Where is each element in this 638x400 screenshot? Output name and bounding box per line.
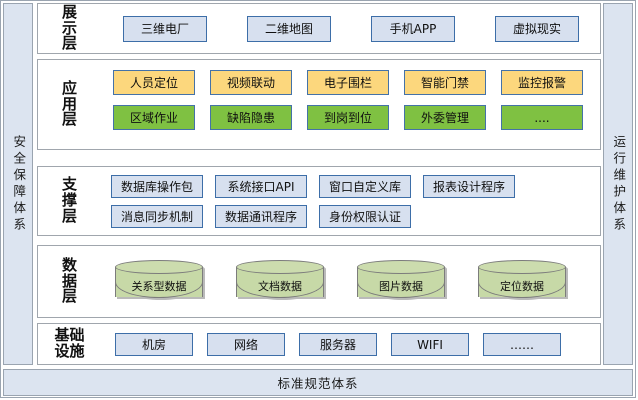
- node-application[interactable]: 到岗到位: [307, 105, 389, 130]
- node-support[interactable]: 系统接口API: [215, 175, 307, 198]
- database-cylinder-label: 定位数据: [500, 280, 544, 293]
- layer-row-application-1: 人员定位视频联动电子围栏智能门禁监控报警: [113, 70, 598, 95]
- node-application[interactable]: 智能门禁: [404, 70, 486, 95]
- layer-label-line: 层: [61, 287, 77, 306]
- layer-row-application-2: 区域作业缺陷隐患到岗到位外委管理....: [113, 105, 598, 130]
- layer-label-line: 示: [61, 18, 77, 37]
- node-support[interactable]: 窗口自定义库: [319, 175, 411, 198]
- bottom-bar-standards-system: 标准规范体系: [3, 369, 633, 396]
- node-support[interactable]: 数据通讯程序: [215, 205, 307, 228]
- left-band-label: 安全保障体系: [11, 134, 27, 234]
- cylinder-top-icon: [115, 260, 203, 274]
- layer-label-line: 层: [61, 110, 77, 129]
- layer-body-data: 关系型数据 文档数据 图片数据 定位数据: [101, 246, 600, 317]
- layer-panel-data: 数据层 关系型数据 文档数据 图片数据 定位数据: [37, 245, 601, 318]
- node-application[interactable]: 外委管理: [404, 105, 486, 130]
- node-infrastructure[interactable]: ……: [483, 333, 561, 356]
- cylinder-top-icon: [478, 260, 566, 274]
- node-infrastructure[interactable]: 机房: [115, 333, 193, 356]
- node-application[interactable]: 缺陷隐患: [210, 105, 292, 130]
- database-cylinder-label: 关系型数据: [131, 280, 187, 293]
- layer-label-data: 数据层: [38, 246, 101, 317]
- layer-body-application: 人员定位视频联动电子围栏智能门禁监控报警区域作业缺陷隐患到岗到位外委管理....: [101, 60, 600, 149]
- layer-label-line: 撑: [61, 191, 77, 210]
- node-infrastructure[interactable]: 网络: [207, 333, 285, 356]
- database-cylinder[interactable]: 关系型数据: [115, 260, 203, 304]
- node-presentation[interactable]: 虚拟现实: [495, 16, 579, 42]
- layer-label-line: 基础: [54, 326, 85, 345]
- database-cylinder[interactable]: 定位数据: [478, 260, 566, 304]
- layer-label-application: 应用层: [38, 60, 101, 149]
- layer-panel-application: 应用层人员定位视频联动电子围栏智能门禁监控报警区域作业缺陷隐患到岗到位外委管理.…: [37, 59, 601, 150]
- database-cylinder[interactable]: 文档数据: [236, 260, 324, 304]
- cylinder-top-icon: [357, 260, 445, 274]
- layer-label-line: 据: [61, 271, 77, 290]
- node-infrastructure[interactable]: 服务器: [299, 333, 377, 356]
- node-application[interactable]: 区域作业: [113, 105, 195, 130]
- node-application[interactable]: 人员定位: [113, 70, 195, 95]
- node-support[interactable]: 报表设计程序: [423, 175, 515, 198]
- cylinder-top-icon: [236, 260, 324, 274]
- database-cylinder-label: 文档数据: [258, 280, 302, 293]
- node-presentation[interactable]: 二维地图: [247, 16, 331, 42]
- layer-label-line: 支: [61, 175, 77, 194]
- layer-label-line: 层: [61, 34, 77, 53]
- right-band-ops-maintenance-system: 运行维护体系: [603, 3, 633, 365]
- node-support[interactable]: 身份权限认证: [319, 205, 411, 228]
- node-application[interactable]: 视频联动: [210, 70, 292, 95]
- layer-label-line: 展: [61, 2, 77, 21]
- layer-row-support-1: 数据库操作包系统接口API 窗口自定义库报表设计程序: [111, 175, 527, 198]
- layer-body-infrastructure: 机房网络服务器 WIFI ……: [101, 324, 600, 364]
- layer-label-support: 支撑层: [38, 167, 101, 235]
- left-band-security-system: 安全保障体系: [3, 3, 33, 365]
- layer-body-presentation: 三维电厂 二维地图 手机APP 虚拟现实: [101, 4, 600, 53]
- layer-row-presentation-1: 三维电厂 二维地图 手机APP 虚拟现实: [123, 16, 619, 42]
- node-infrastructure[interactable]: WIFI: [391, 333, 469, 356]
- node-support[interactable]: 消息同步机制: [111, 205, 203, 228]
- bottom-bar-label: 标准规范体系: [277, 376, 359, 391]
- layer-label-line: 层: [61, 206, 77, 225]
- layer-label-line: 数: [61, 255, 77, 274]
- node-application[interactable]: ....: [501, 105, 583, 130]
- layer-label-presentation: 展示层: [38, 4, 101, 53]
- layer-row-infrastructure-1: 机房网络服务器 WIFI ……: [115, 333, 575, 356]
- layer-row-data-1: 关系型数据 文档数据 图片数据 定位数据: [115, 260, 599, 304]
- node-application[interactable]: 电子围栏: [307, 70, 389, 95]
- node-support[interactable]: 数据库操作包: [111, 175, 203, 198]
- database-cylinder[interactable]: 图片数据: [357, 260, 445, 304]
- layer-label-line: 用: [61, 94, 77, 113]
- layer-label-line: 设施: [54, 342, 85, 360]
- node-presentation[interactable]: 手机APP: [371, 16, 455, 42]
- layer-label-line: 应: [61, 78, 77, 97]
- layer-label-infrastructure: 基础设施: [38, 324, 101, 364]
- node-presentation[interactable]: 三维电厂: [123, 16, 207, 42]
- database-cylinder-label: 图片数据: [379, 280, 423, 293]
- layer-row-support-2: 消息同步机制数据通讯程序身份权限认证: [111, 205, 423, 228]
- node-application[interactable]: 监控报警: [501, 70, 583, 95]
- right-band-label: 运行维护体系: [611, 134, 627, 234]
